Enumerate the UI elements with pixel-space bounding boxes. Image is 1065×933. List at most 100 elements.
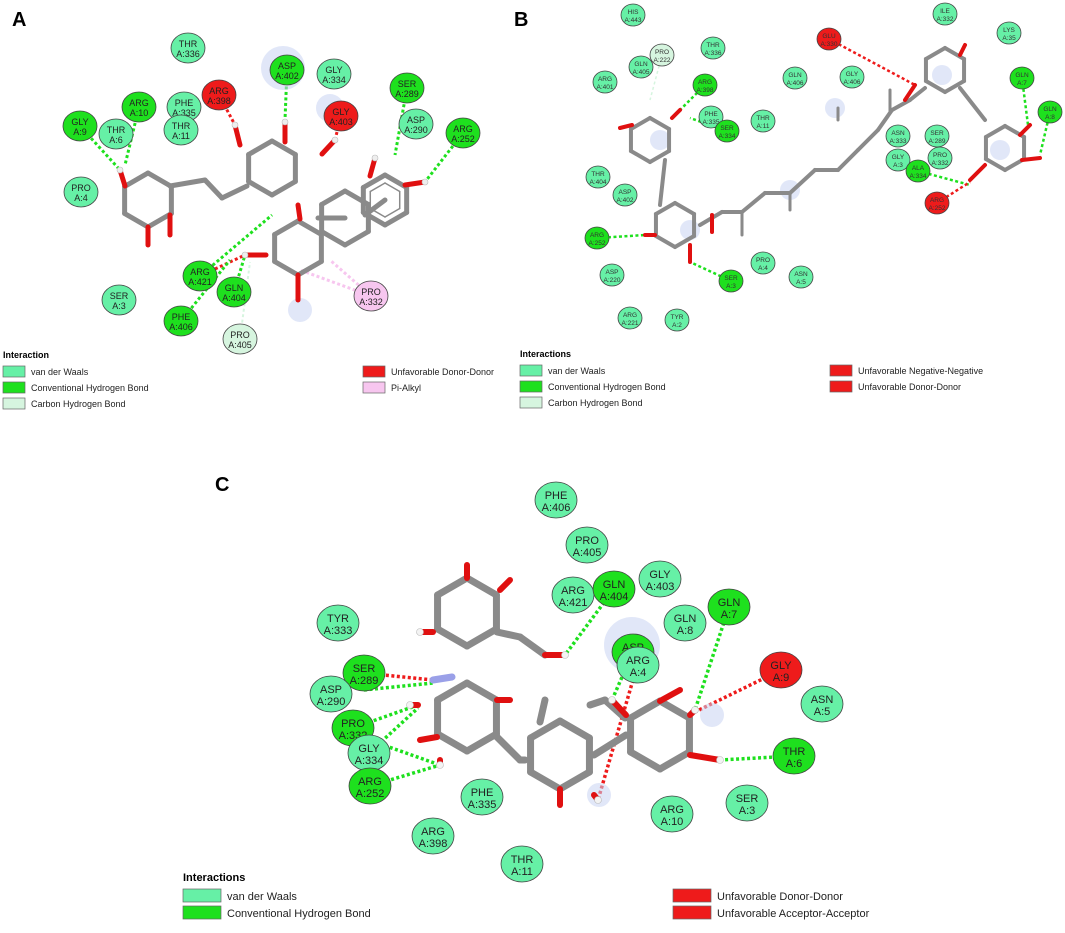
residue-name: ARG bbox=[626, 655, 650, 667]
residue-name: ASN bbox=[794, 271, 808, 278]
residue-disc bbox=[718, 269, 744, 293]
residue-disc bbox=[638, 560, 682, 598]
residue-name: GLN bbox=[788, 72, 802, 79]
residue-name: ARG bbox=[660, 804, 684, 816]
residue-name: THR bbox=[756, 115, 770, 122]
residue-name: ARG bbox=[598, 76, 612, 83]
residue-name: PHE bbox=[172, 312, 191, 322]
residue-name: TYR bbox=[671, 314, 684, 321]
legend-label: Carbon Hydrogen Bond bbox=[31, 399, 126, 409]
residue-chain-id: A:222 bbox=[654, 57, 671, 64]
legend-label: Unfavorable Donor-Donor bbox=[717, 891, 843, 903]
residue-disc bbox=[316, 604, 360, 642]
panel-b-residues: HISA:443GLUA:330ILEA:332LYSA:35PROA:222T… bbox=[584, 2, 1063, 332]
residue-disc bbox=[63, 176, 99, 208]
residue-name: GLY bbox=[846, 71, 859, 78]
residue-name: THR bbox=[591, 171, 605, 178]
residue-name: GLY bbox=[770, 660, 792, 672]
residue-disc bbox=[816, 27, 842, 51]
residue-chain-id: A:9 bbox=[773, 672, 790, 684]
residue-chain-id: A:398 bbox=[419, 838, 448, 850]
legend-label: Unfavorable Acceptor-Acceptor bbox=[717, 908, 870, 920]
residue-chain-id: A:289 bbox=[395, 89, 419, 99]
residue-chain-id: A:2 bbox=[672, 322, 682, 329]
residue-disc bbox=[584, 226, 610, 250]
residue-disc bbox=[616, 646, 660, 684]
legend-label: Pi-Alkyl bbox=[391, 383, 421, 393]
residue-disc bbox=[698, 105, 724, 129]
residue-chain-id: A:335 bbox=[468, 799, 497, 811]
legend-label: van der Waals bbox=[31, 367, 89, 377]
legend-item-carbon-hydrogen-bond: Carbon Hydrogen Bond bbox=[519, 396, 643, 409]
panel-b-ligand-structure bbox=[618, 43, 1042, 264]
residue-disc bbox=[839, 65, 865, 89]
legend-swatch bbox=[519, 364, 543, 377]
residue-name: SER bbox=[736, 793, 759, 805]
residue-name: GLY bbox=[325, 65, 342, 75]
residue-name: PHE bbox=[471, 787, 494, 799]
residue-name: THR bbox=[179, 39, 198, 49]
residue-disc bbox=[592, 70, 618, 94]
residue-name: LYS bbox=[1003, 27, 1015, 34]
residue-name: ARG bbox=[129, 98, 149, 108]
residue-disc bbox=[201, 79, 237, 111]
residue-disc bbox=[905, 159, 931, 183]
residue-name: ARG bbox=[421, 826, 445, 838]
residue-disc bbox=[750, 109, 776, 133]
residue-chain-id: A:403 bbox=[329, 117, 353, 127]
residue-chain-id: A:403 bbox=[646, 581, 675, 593]
residue-disc bbox=[398, 108, 434, 140]
residue-chain-id: A:289 bbox=[929, 138, 946, 145]
residue-disc bbox=[782, 66, 808, 90]
residue-name: PRO bbox=[655, 49, 669, 56]
residue-disc bbox=[612, 183, 638, 207]
residue-name: SER bbox=[930, 130, 944, 137]
legend-item-conventional-hydrogen-bond: Conventional Hydrogen Bond bbox=[2, 381, 149, 394]
panel-letter-a: A bbox=[12, 9, 26, 31]
residue-disc bbox=[885, 148, 911, 172]
residue-disc bbox=[620, 3, 646, 27]
panel-a-residues: THRA:336ASPA:402GLYA:334ARGA:398GLYA:403… bbox=[62, 32, 481, 355]
residue-disc bbox=[411, 817, 455, 855]
residue-name: GLN bbox=[1015, 72, 1029, 79]
residue-name: GLN bbox=[603, 579, 626, 591]
legend-swatch bbox=[672, 905, 712, 920]
residue-name: PHE bbox=[545, 490, 568, 502]
residue-disc bbox=[163, 114, 199, 146]
legend-title: Interactions bbox=[183, 872, 245, 884]
legend-swatch bbox=[672, 888, 712, 903]
legend-title: Interactions bbox=[520, 349, 571, 359]
residue-chain-id: A:406 bbox=[542, 502, 571, 514]
residue-chain-id: A:334 bbox=[719, 133, 736, 140]
residue-chain-id: A:35 bbox=[1002, 35, 1016, 42]
legend-label: Conventional Hydrogen Bond bbox=[548, 382, 666, 392]
residue-chain-id: A:5 bbox=[814, 706, 831, 718]
legend-item-unfavorable-donor-donor: Unfavorable Donor-Donor bbox=[672, 888, 843, 903]
residue-disc bbox=[725, 784, 769, 822]
residue-chain-id: A:6 bbox=[786, 758, 803, 770]
residue-disc bbox=[788, 265, 814, 289]
residue-chain-id: A:252 bbox=[356, 788, 385, 800]
